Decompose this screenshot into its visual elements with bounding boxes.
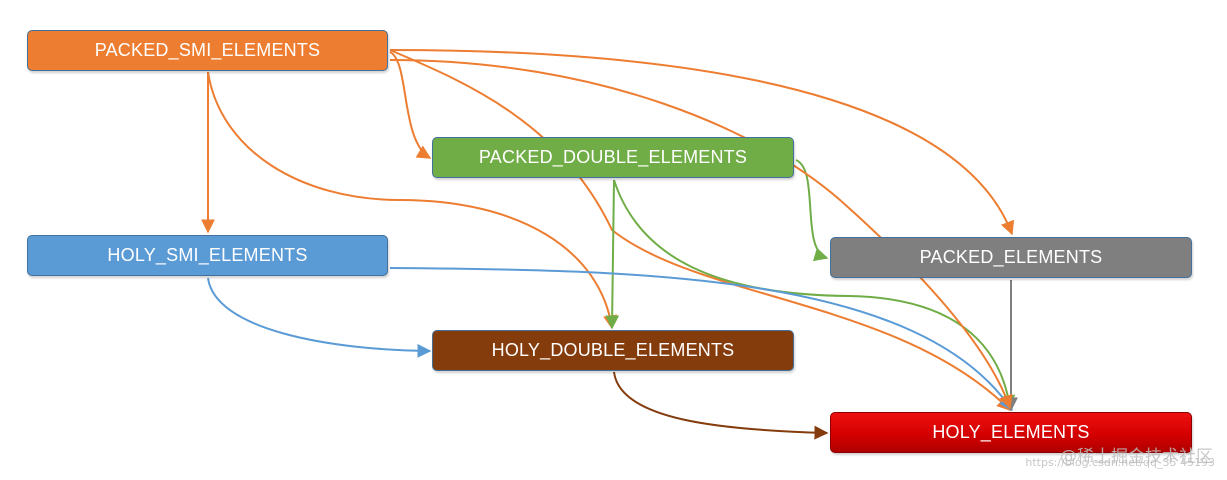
edge-packed-smi-to-holy-alt — [389, 59, 1013, 410]
edge-packed-double-to-packed — [795, 159, 829, 262]
edge-holy-smi-to-holy-double — [207, 277, 432, 358]
node-holy-smi-elements: HOLY_SMI_ELEMENTS — [27, 235, 388, 276]
watermark-url: https://blog.csdn.net/qq_35 45193 — [1025, 456, 1215, 469]
node-holy-double-elements: HOLY_DOUBLE_ELEMENTS — [432, 330, 794, 371]
edge-packed-double-to-holy-double — [605, 179, 620, 330]
watermark-brand: @稀土掘金技术社区 — [1060, 447, 1213, 467]
edge-holy-double-to-holy — [613, 371, 829, 440]
node-holy-elements: HOLY_ELEMENTS — [830, 412, 1192, 453]
edge-packed-double-to-holy — [613, 179, 1016, 410]
edge-packed-smi-to-packed — [389, 49, 1015, 236]
edge-holy-smi-to-holy — [389, 267, 1013, 412]
node-packed-elements: PACKED_ELEMENTS — [830, 237, 1192, 278]
node-packed-double-elements: PACKED_DOUBLE_ELEMENTS — [432, 137, 794, 178]
node-packed-smi-elements: PACKED_SMI_ELEMENTS — [27, 30, 388, 71]
edge-packed-smi-to-holy-double — [207, 71, 617, 330]
edge-packed-smi-to-holy — [389, 49, 1011, 411]
edge-packed-smi-to-packed-double — [389, 51, 432, 159]
